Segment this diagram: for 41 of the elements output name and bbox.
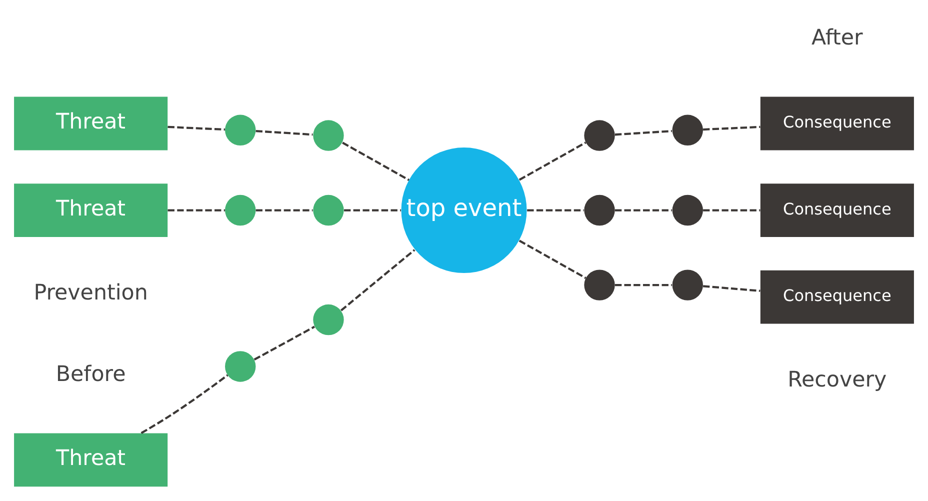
node-box: Threat — [14, 96, 168, 150]
connector — [254, 325, 315, 360]
node-box: Consequence — [760, 183, 914, 236]
label: After — [812, 24, 863, 50]
node-circle — [584, 194, 615, 226]
connector — [614, 130, 672, 136]
label: Before — [56, 361, 126, 386]
connector — [168, 208, 225, 211]
node-circle — [584, 120, 615, 150]
node-circle — [672, 114, 703, 146]
connector — [140, 374, 228, 434]
node-circle — [584, 269, 615, 300]
node-box: Threat — [14, 432, 168, 486]
node-circle — [225, 350, 256, 382]
connector — [614, 283, 672, 286]
node-circle: top event — [401, 147, 527, 273]
node-circle — [225, 114, 256, 146]
connector — [344, 208, 401, 211]
connector — [518, 239, 586, 278]
node-circle — [313, 120, 344, 150]
node-box: Consequence — [760, 270, 914, 324]
node-circle — [672, 269, 703, 300]
connector — [168, 125, 225, 130]
connector — [256, 129, 313, 136]
connector — [527, 208, 584, 211]
connector — [340, 248, 416, 311]
node-box: Consequence — [760, 96, 914, 150]
connector — [702, 284, 760, 292]
connector — [518, 141, 586, 180]
connector — [342, 141, 410, 180]
label: Recovery — [788, 366, 887, 392]
label: Prevention — [34, 280, 148, 305]
connector — [703, 208, 760, 211]
node-circle — [225, 194, 256, 226]
node-circle — [672, 194, 703, 226]
connector — [703, 125, 760, 130]
connector — [256, 208, 313, 211]
connector — [614, 208, 672, 211]
node-circle — [313, 194, 344, 226]
node-circle — [313, 304, 344, 335]
node-box: Threat — [14, 183, 168, 236]
